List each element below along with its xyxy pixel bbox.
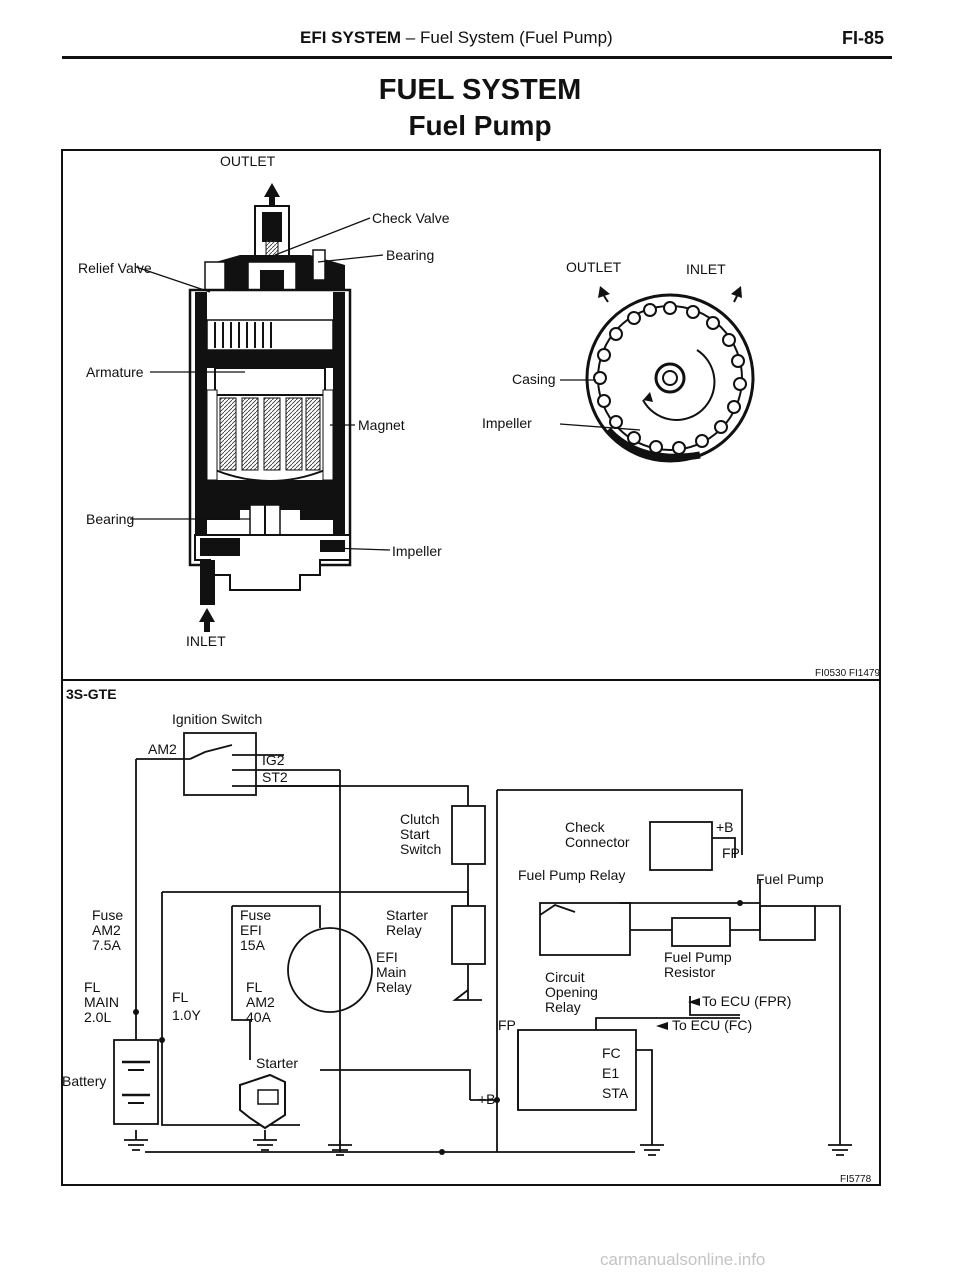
bearing-bottom-label: Bearing	[86, 511, 134, 527]
fuel-pump-relay-label: Fuel Pump Relay	[518, 867, 625, 883]
circuit-opening-relay-label-2: Opening	[545, 984, 598, 1000]
am2-switch-label: AM2	[148, 741, 177, 757]
page-header: EFI SYSTEM – Fuel System (Fuel Pump) FI-…	[0, 18, 960, 59]
impeller-label: Impeller	[392, 543, 442, 559]
header-title: EFI SYSTEM – Fuel System (Fuel Pump)	[300, 28, 613, 48]
clutch-start-label: Start	[400, 826, 430, 842]
engine-code-label: 3S-GTE	[66, 686, 117, 702]
fuel-pump-cutaway	[188, 183, 352, 632]
fuse-am2-label-3: 7.5A	[92, 937, 121, 953]
magnet-label: Magnet	[358, 417, 405, 433]
efi-main-relay-label-2: Main	[376, 964, 406, 980]
impeller-view-label: Impeller	[482, 415, 532, 431]
check-valve-label: Check Valve	[372, 210, 450, 226]
fc-terminal-label: FC	[602, 1045, 621, 1061]
fl-am2-label-3: 40A	[246, 1009, 272, 1025]
bearing-top-label: Bearing	[386, 247, 434, 263]
check-connector-plus-b: +B	[716, 819, 734, 835]
header-rule	[62, 56, 892, 59]
battery-label: Battery	[62, 1073, 106, 1089]
wiring-lines	[135, 732, 841, 1153]
fl-am2-label-1: FL	[246, 979, 263, 995]
header-section: Fuel System (Fuel Pump)	[419, 28, 613, 47]
plus-b-terminal-label: +B	[478, 1091, 496, 1107]
armature-label: Armature	[86, 364, 144, 380]
ground-symbols	[124, 1130, 852, 1156]
fuse-am2-label-1: Fuse	[92, 907, 123, 923]
impeller-view	[585, 286, 755, 463]
to-ecu-fpr-arrow-icon	[688, 998, 700, 1006]
header-dash: –	[401, 28, 420, 47]
figure-code-top: FI0530 FI1479	[815, 668, 880, 679]
page-number: FI-85	[842, 28, 885, 48]
figure-code-bottom: FI5778	[840, 1174, 872, 1185]
to-ecu-fc-label: To ECU (FC)	[672, 1017, 752, 1033]
starter-relay-label-2: Relay	[386, 922, 422, 938]
inlet-arrow-icon	[199, 608, 215, 632]
circuit-opening-relay-label-3: Relay	[545, 999, 581, 1015]
check-connector-fp: FP	[722, 845, 740, 861]
starter-label: Starter	[256, 1055, 298, 1071]
relief-valve-label: Relief Valve	[78, 260, 152, 276]
fl-am2-label-2: AM2	[246, 994, 275, 1010]
impeller-outlet-arrow-icon	[598, 286, 610, 298]
efi-main-relay-label-3: Relay	[376, 979, 412, 995]
check-connector-label-1: Check	[565, 819, 606, 835]
efi-main-relay-label-1: EFI	[376, 949, 398, 965]
junction-dots	[133, 900, 743, 1155]
bottom-figure-frame	[61, 679, 881, 1186]
to-ecu-fc-arrow-icon	[656, 1022, 668, 1030]
starter-relay-label-1: Starter	[386, 907, 428, 923]
fl-small-label-2: 1.0Y	[172, 1007, 201, 1023]
fl-main-label-3: 2.0L	[84, 1009, 111, 1025]
fuse-efi-label-2: EFI	[240, 922, 262, 938]
to-ecu-fpr-label: To ECU (FPR)	[702, 993, 791, 1009]
fuel-pump-label: Fuel Pump	[756, 871, 824, 887]
fuel-pump-resistor-label-2: Resistor	[664, 964, 716, 980]
page-subtitle: Fuel Pump	[408, 110, 552, 141]
fl-main-label-2: MAIN	[84, 994, 119, 1010]
fuse-am2-label-2: AM2	[92, 922, 121, 938]
impeller-inlet-arrow-icon	[731, 286, 742, 298]
clutch-switch-label: Switch	[400, 841, 441, 857]
top-figure-frame	[61, 149, 881, 681]
check-connector-label-2: Connector	[565, 834, 630, 850]
st2-label: ST2	[262, 769, 288, 785]
casing-label: Casing	[512, 371, 556, 387]
fl-small-label-1: FL	[172, 989, 189, 1005]
pump-outlet-label: OUTLET	[220, 153, 276, 169]
watermark: carmanualsonline.info	[600, 1250, 766, 1269]
header-system: EFI SYSTEM	[300, 28, 402, 47]
impeller-outlet-label: OUTLET	[566, 259, 622, 275]
fuel-pump-resistor-label-1: Fuel Pump	[664, 949, 732, 965]
ignition-switch-label: Ignition Switch	[172, 711, 262, 727]
outlet-arrow-icon	[264, 183, 280, 206]
sta-terminal-label: STA	[602, 1085, 629, 1101]
e1-terminal-label: E1	[602, 1065, 619, 1081]
starter-motor-symbol	[239, 1073, 286, 1130]
clutch-label: Clutch	[400, 811, 440, 827]
impeller-inlet-label: INLET	[686, 261, 726, 277]
pump-inlet-label: INLET	[186, 633, 226, 649]
fuse-efi-label-1: Fuse	[240, 907, 271, 923]
fl-main-label-1: FL	[84, 979, 101, 995]
circuit-opening-relay-label-1: Circuit	[545, 969, 585, 985]
page-title: FUEL SYSTEM	[378, 74, 582, 106]
ig2-label: IG2	[262, 752, 285, 768]
fuse-efi-label-3: 15A	[240, 937, 266, 953]
fp-terminal-label: FP	[498, 1017, 516, 1033]
battery-symbol	[113, 1039, 159, 1125]
